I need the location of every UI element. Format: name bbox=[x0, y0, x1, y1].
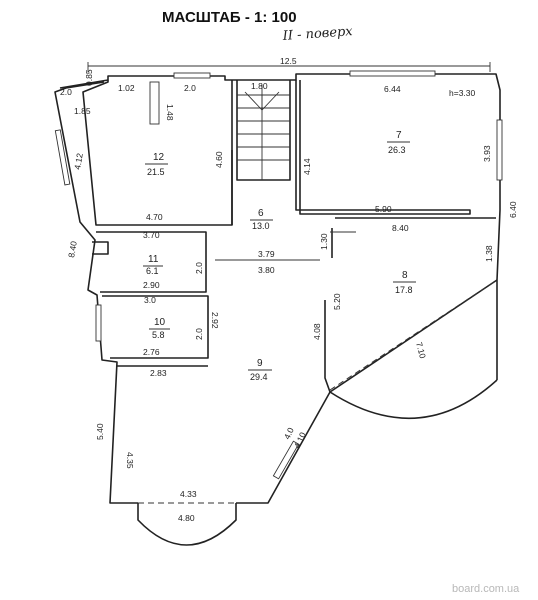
dim-r7-4-14: 4.14 bbox=[302, 158, 312, 175]
bay-window-r9 bbox=[137, 502, 237, 546]
window-right-r7 bbox=[496, 119, 503, 181]
windows bbox=[54, 70, 503, 480]
dim-r9-4-0: 4.0 bbox=[282, 426, 296, 441]
staircase bbox=[237, 85, 290, 180]
dim-r12-1-48: 1.48 bbox=[165, 104, 175, 121]
scale-title: МАСШТАБ - 1: 100 bbox=[162, 9, 297, 26]
dim-r9-top: 2.83 bbox=[150, 368, 167, 378]
room-10-area: 5.8 bbox=[152, 330, 165, 340]
dim-top-r7: 6.44 bbox=[384, 84, 401, 94]
dim-r9-bottom: 4.33 bbox=[180, 489, 197, 499]
dim-top-r12-b: 2.0 bbox=[184, 83, 196, 93]
dim-r11-bottom: 2.90 bbox=[143, 280, 160, 290]
dim-r10-top: 3.0 bbox=[144, 295, 156, 305]
room-labels: 12 21.5 7 26.3 6 13.0 11 6.1 8 17.8 10 5… bbox=[143, 130, 416, 382]
interior-walls bbox=[82, 80, 498, 393]
dim-r9-4-35: 4.35 bbox=[125, 452, 135, 469]
window-left-r10 bbox=[95, 304, 102, 342]
window-top-r7 bbox=[349, 70, 436, 77]
dim-r10-bottom: 2.76 bbox=[143, 347, 160, 357]
dim-r8-5-20: 5.20 bbox=[332, 293, 342, 310]
dim-left-4-12: 4.12 bbox=[72, 152, 85, 170]
ceiling-height: h=3.30 bbox=[449, 88, 476, 98]
dim-r8-1-38: 1.38 bbox=[484, 245, 494, 262]
room-6-number: 6 bbox=[258, 208, 264, 219]
dim-right-6-40: 6.40 bbox=[508, 201, 518, 218]
room-9-area: 29.4 bbox=[250, 372, 268, 382]
room-8-number: 8 bbox=[402, 270, 408, 281]
window-top-r12 bbox=[173, 72, 211, 79]
dim-hall-3-79: 3.79 bbox=[258, 249, 275, 259]
room-9-number: 9 bbox=[257, 358, 263, 369]
room-8-area: 17.8 bbox=[395, 285, 413, 295]
dim-bay-4-80: 4.80 bbox=[178, 513, 195, 523]
r8-diagonal-dash bbox=[329, 279, 498, 391]
room-10-number: 10 bbox=[154, 317, 166, 328]
outer-walls bbox=[54, 73, 501, 504]
floor-note: II - поверх bbox=[281, 24, 354, 44]
dim-r7-3-93: 3.93 bbox=[482, 145, 492, 162]
overall-width-dimension: 12.5 bbox=[87, 56, 491, 72]
dim-r10-2-0: 2.0 bbox=[194, 328, 204, 340]
room-11-number: 11 bbox=[148, 254, 159, 265]
dim-r11-2-0: 2.0 bbox=[194, 262, 204, 274]
dim-r8-4-08: 4.08 bbox=[312, 323, 322, 340]
room-7-area: 26.3 bbox=[388, 145, 406, 155]
window-left-r12 bbox=[54, 129, 71, 186]
room-7-number: 7 bbox=[396, 130, 402, 141]
dim-hall-1-30: 1.30 bbox=[319, 233, 329, 250]
dim-left-1-85: 1.85 bbox=[74, 106, 91, 116]
dim-top-r12-a: 1.02 bbox=[118, 83, 135, 93]
room-11-area: 6.1 bbox=[146, 266, 159, 276]
dim-r8-7-10: 7.10 bbox=[414, 341, 428, 360]
dim-r7-bottom: 5.90 bbox=[375, 204, 392, 214]
r12-column bbox=[149, 81, 160, 125]
dim-r11-top: 3.70 bbox=[143, 230, 160, 240]
watermark: board.com.ua bbox=[452, 583, 520, 595]
room-6-area: 13.0 bbox=[252, 221, 270, 231]
dim-r8-top: 8.40 bbox=[392, 223, 409, 233]
dim-total-width: 12.5 bbox=[280, 56, 297, 66]
room-12-area: 21.5 bbox=[147, 167, 165, 177]
dim-r12-4-60: 4.60 bbox=[214, 151, 224, 168]
dim-top-stair: 1.80 bbox=[251, 81, 268, 91]
dim-r12-bottom: 4.70 bbox=[146, 212, 163, 222]
dim-left-5-40: 5.40 bbox=[95, 423, 105, 440]
dim-left-top-b: 0.85 bbox=[84, 69, 94, 86]
window-r9-diagonal bbox=[272, 440, 300, 480]
dim-hall-3-80: 3.80 bbox=[258, 265, 275, 275]
dim-left-top-a: 2.0 bbox=[60, 87, 72, 97]
dim-left-8-40: 8.40 bbox=[66, 240, 79, 258]
dim-r10-2-92: 2.92 bbox=[210, 312, 220, 329]
room-12-number: 12 bbox=[153, 152, 165, 163]
